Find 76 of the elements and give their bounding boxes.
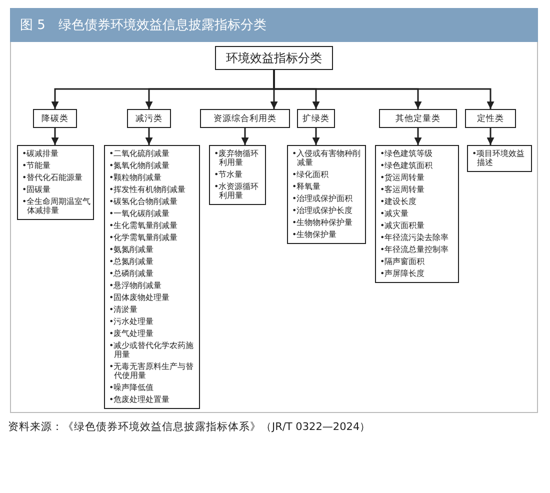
arrow [273, 70, 494, 109]
arrow [145, 128, 153, 145]
list-item: •声屏障长度 [380, 269, 426, 278]
source-note: 资料来源：《绿色债券环境效益信息披露指标体系》（JR/T 0322—2024） [8, 420, 371, 434]
list-item: •悬浮物削减量 [109, 281, 163, 290]
list-item: •氮氧化物削减量 [109, 161, 171, 170]
category-label: 减污类 [136, 112, 162, 124]
list-box [287, 145, 366, 244]
list-item: •节水量 [214, 170, 244, 179]
list-box [104, 145, 200, 409]
list-item: •碳氢化合物削减量 [109, 197, 179, 206]
list-item: •年径流总量控制率 [380, 245, 450, 254]
list-item: •废气处理量 [109, 329, 155, 338]
arrow [312, 128, 320, 145]
arrow [414, 128, 422, 145]
list-item: •减灾量 [380, 209, 410, 218]
list-item: •建设长度 [380, 197, 418, 206]
list-item: •生物保护量 [292, 230, 338, 239]
list-item: •总氮削减量 [109, 257, 155, 266]
category-box [379, 109, 457, 128]
list-item: •清淤量 [109, 305, 139, 314]
root-box [215, 46, 333, 70]
list-item: •废弃物循环利用量 [214, 149, 260, 167]
list-item: •固碳量 [22, 185, 52, 194]
list-item: •释氧量 [292, 182, 322, 191]
category-box [127, 109, 171, 128]
category-box [465, 109, 516, 128]
list-item: •减少或替代化学农药施用量 [109, 341, 195, 359]
list-item: •隔声窗面积 [380, 257, 426, 266]
list-item: •治理或保护长度 [292, 206, 354, 215]
list-item: •危废处理处置量 [109, 395, 171, 404]
list-item: •入侵或有害物种削减量 [292, 149, 362, 167]
figure-title: 图 5 绿色债券环境效益信息披露指标分类 [20, 17, 266, 34]
list-item: •生化需氧量削减量 [109, 221, 179, 230]
list-box [375, 145, 459, 283]
list-item: •氨氮削减量 [109, 245, 155, 254]
list-item: •无毒无害原料生产与替代使用量 [109, 362, 195, 380]
root-label: 环境效益指标分类 [226, 50, 322, 66]
category-label: 扩绿类 [302, 112, 330, 124]
arrow [241, 128, 249, 145]
category-box [200, 109, 290, 128]
category-label: 资源综合利用类 [214, 112, 276, 124]
list-item: •水资源循环利用量 [214, 182, 260, 200]
list-item: •化学需氧量削减量 [109, 233, 179, 242]
list-item: •碳减排量 [22, 149, 60, 158]
arrow [51, 128, 59, 145]
category-box [33, 109, 77, 128]
arrow [486, 128, 494, 145]
list-item: •污水处理量 [109, 317, 155, 326]
list-item: •噪声降低值 [109, 383, 155, 392]
list-item: •挥发性有机物削减量 [109, 185, 187, 194]
list-item: •总磷削减量 [109, 269, 155, 278]
list-box [467, 145, 532, 172]
list-item: •货运周转量 [380, 173, 426, 182]
list-item: •项目环境效益描述 [472, 149, 526, 167]
list-box [17, 145, 94, 220]
category-label: 其他定量类 [396, 112, 440, 124]
list-item: •替代化石能源量 [22, 173, 84, 182]
category-label: 定性类 [477, 112, 504, 124]
list-item: •二氧化硫削减量 [109, 149, 171, 158]
list-item: •全生命周期温室气体减排量 [22, 197, 91, 215]
list-item: •年径流污染去除率 [380, 233, 450, 242]
list-item: •节能量 [22, 161, 52, 170]
list-item: •治理或保护面积 [292, 194, 354, 203]
list-item: •颗粒物削减量 [109, 173, 163, 182]
category-box [297, 109, 335, 128]
list-item: •绿色建筑面积 [380, 161, 434, 170]
list-item: •绿色建筑等级 [380, 149, 434, 158]
list-box [209, 145, 266, 205]
list-item: •生物物种保护量 [292, 218, 354, 227]
list-item: •减灾面积量 [380, 221, 426, 230]
list-item: •固体废物处理量 [109, 293, 171, 302]
list-item: •一氧化碳削减量 [109, 209, 171, 218]
list-item: •绿化面积 [292, 170, 330, 179]
category-label: 降碳类 [42, 112, 68, 124]
list-item: •客运周转量 [380, 185, 426, 194]
